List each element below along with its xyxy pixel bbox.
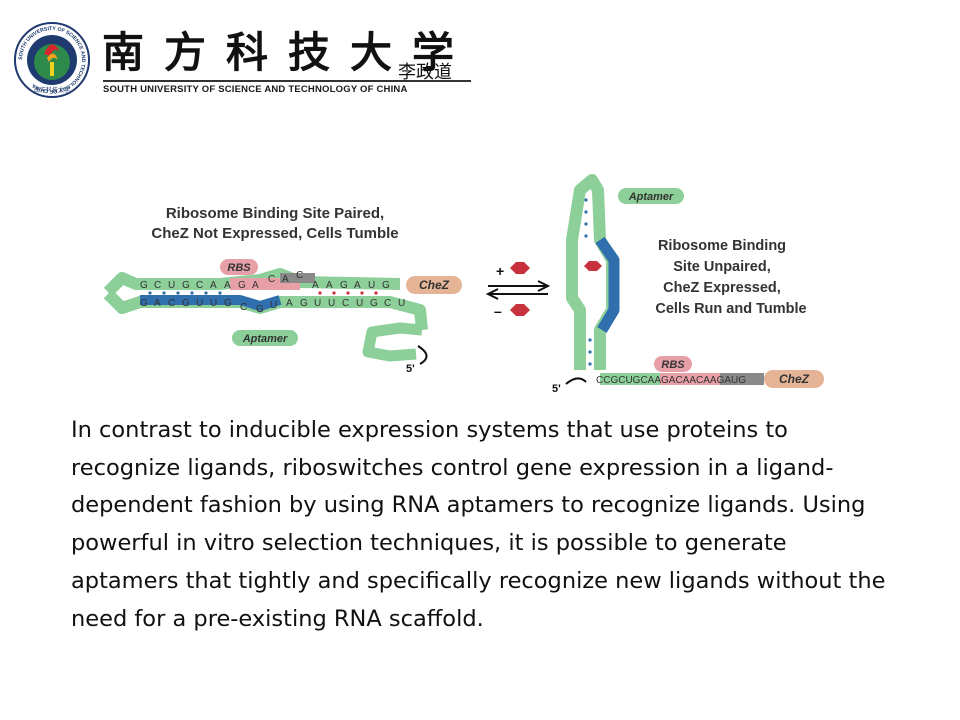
right-title-line2: Site Unpaired, (673, 259, 771, 275)
right-title-line1: Ribosome Binding (658, 238, 786, 254)
left-bot-nt-5: U (196, 298, 203, 309)
left-top-nt-2: C (154, 280, 161, 291)
right-chez-label: CheZ (779, 372, 810, 386)
left-top-nt-7: A (224, 280, 231, 291)
minus-sign: – (494, 303, 502, 319)
body-paragraph: In contrast to inducible expression syst… (71, 417, 886, 632)
left-bot-nt-7: G (224, 298, 232, 309)
left-5prime-label: 5' (406, 363, 415, 375)
left-top-nt-12: C (296, 270, 303, 281)
right-title-line3: CheZ Expressed, (663, 280, 781, 296)
left-top-nt-16: A (354, 280, 361, 291)
calligraphy-signature: 李政道 (398, 62, 452, 83)
left-bot-nt-12: G (300, 298, 308, 309)
left-bot-nt-10: U (270, 300, 277, 311)
left-title-line1: Ribosome Binding Site Paired, (166, 205, 384, 222)
bound-ligand-icon (584, 261, 602, 271)
right-title-line4: Cells Run and Tumble (655, 301, 806, 317)
left-top-nt-11: A (282, 274, 289, 285)
logo-divider (103, 80, 471, 82)
right-aptamer-pocket (595, 236, 620, 333)
left-bot-nt-19: U (398, 298, 405, 309)
left-bot-nt-1: G (140, 298, 148, 309)
university-name-cn: 南方科技大学 (102, 28, 475, 77)
right-basepair-dots (584, 198, 592, 366)
left-top-nt-17: U (368, 280, 375, 291)
left-top-nt-6: A (210, 280, 217, 291)
forward-arrowhead (537, 280, 551, 292)
left-bot-nt-2: A (154, 298, 161, 309)
left-top-nt-4: G (182, 280, 190, 291)
left-title-line2: CheZ Not Expressed, Cells Tumble (151, 225, 398, 242)
left-bot-nt-13: U (314, 298, 321, 309)
left-top-nt-9: A (252, 280, 259, 291)
university-seal-logo: SOUTH UNIVERSITY OF SCIENCE AND TECHNOLO… (14, 22, 90, 98)
left-bot-nt-17: G (370, 298, 378, 309)
left-basepair-dots (148, 291, 378, 295)
left-top-nt-5: C (196, 280, 203, 291)
right-5prime-tail (565, 377, 587, 385)
left-bot-nt-11: A (286, 298, 293, 309)
left-bot-nt-16: U (356, 298, 363, 309)
left-hairpin (362, 322, 423, 362)
ligand-icon-minus (510, 304, 530, 316)
left-5prime-tail (417, 345, 428, 365)
left-top-nt-8: G (238, 280, 246, 291)
left-aptamer-pairing (140, 295, 282, 311)
left-bot-nt-18: C (384, 298, 391, 309)
left-chez-label: CheZ (419, 278, 450, 292)
left-top-nt-13: A (312, 280, 319, 291)
right-sequence: CCGCUGCAAGACAACAAGAUG (596, 375, 746, 386)
right-5prime-label: 5' (552, 383, 561, 395)
left-aptamer-label: Aptamer (242, 333, 288, 345)
ligand-icon-plus (510, 262, 530, 274)
right-chez-badge (764, 370, 824, 388)
left-top-nt-14: A (326, 280, 333, 291)
right-rbs-badge (654, 356, 692, 372)
left-bot-nt-3: C (168, 298, 175, 309)
left-bot-nt-6: U (210, 298, 217, 309)
seal-bottom-text: 南方科技大学 (34, 86, 70, 94)
riboswitch-figure: Ribosome Binding Site Paired, CheZ Not E… (100, 170, 840, 400)
left-top-nt-10: C (268, 274, 275, 285)
left-aptamer-badge (232, 330, 298, 346)
university-name-en: SOUTH UNIVERSITY OF SCIENCE AND TECHNOLO… (103, 84, 408, 95)
left-top-nt-15: G (340, 280, 348, 291)
left-rbs-badge (220, 259, 258, 275)
plus-sign: + (496, 263, 504, 279)
left-bot-nt-4: G (182, 298, 190, 309)
left-top-nt-3: U (168, 280, 175, 291)
left-bot-nt-8: C (240, 302, 247, 313)
reverse-arrowhead (485, 288, 499, 300)
right-rbs-label: RBS (661, 359, 685, 371)
right-stem-strand (566, 174, 618, 370)
left-bot-nt-9: G (256, 304, 264, 315)
left-rbs-label: RBS (227, 262, 251, 274)
left-chez-badge (406, 276, 462, 294)
right-aptamer-badge (618, 188, 684, 204)
left-top-nt-18: G (382, 280, 390, 291)
left-bot-nt-15: C (342, 298, 349, 309)
left-top-nt-1: G (140, 280, 148, 291)
left-bot-nt-14: U (328, 298, 335, 309)
right-aptamer-label: Aptamer (628, 191, 674, 203)
